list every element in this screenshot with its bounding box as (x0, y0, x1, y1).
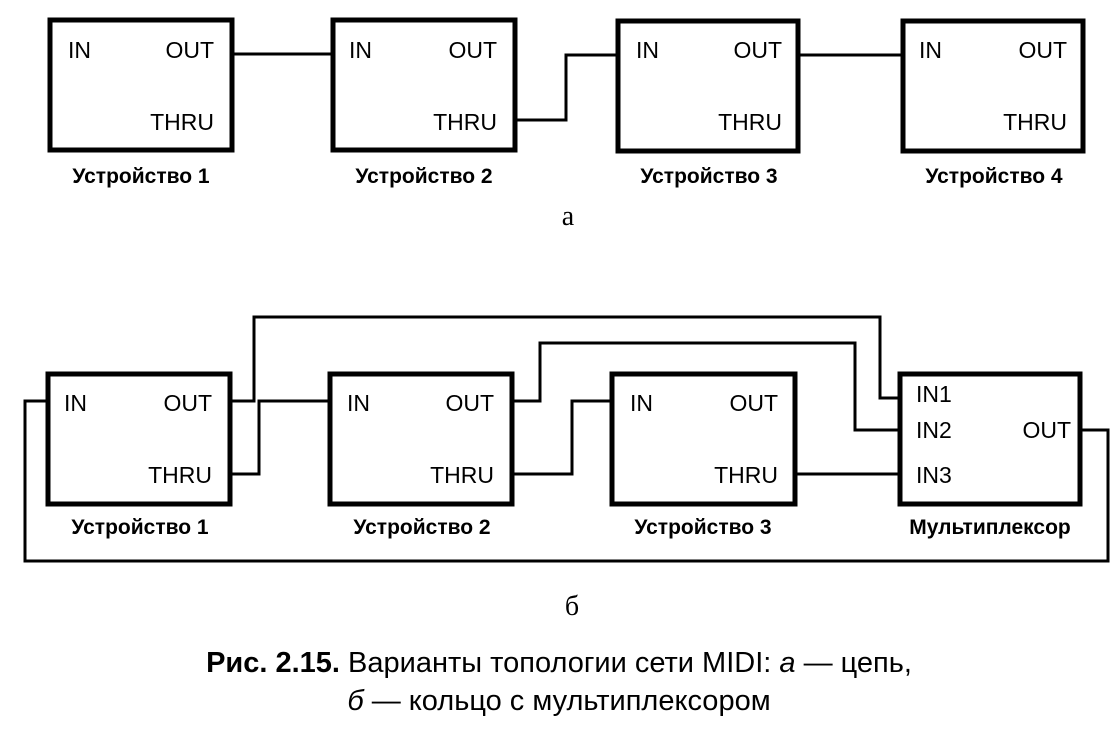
port-in3: IN3 (916, 462, 952, 488)
wire-b-dev1-thru-to-dev2-in (230, 399, 330, 476)
port-out: OUT (165, 37, 214, 63)
sublabel-b: б (565, 591, 579, 622)
port-thru: THRU (718, 109, 782, 135)
device-label: Устройство 1 (72, 165, 210, 188)
caption-text-a: — цепь, (795, 647, 912, 679)
wire-a-dev2-thru-to-dev3-in (515, 53, 618, 122)
multiplexer-label: Мультиплексор (909, 516, 1071, 539)
device-box (47, 17, 235, 153)
device-box (615, 18, 801, 154)
device-box (330, 17, 518, 153)
device-a-2: IN OUT THRU Устройство 2 (330, 17, 518, 188)
device-label: Устройство 3 (634, 516, 771, 539)
device-a-3: IN OUT THRU Устройство 3 (615, 18, 801, 188)
port-out: OUT (733, 37, 782, 63)
diagram-a-chain: IN OUT THRU Устройство 1 IN OUT THRU Уст… (47, 17, 1086, 232)
port-in: IN (347, 390, 370, 416)
caption-letter-b: б (347, 685, 364, 717)
figure-caption-line-2: б — кольцо с мультиплексором (0, 683, 1118, 719)
port-out: OUT (729, 390, 778, 416)
figure-caption-line-1: Рис. 2.15. Варианты топологии сети MIDI:… (0, 645, 1118, 681)
figure-number: Рис. 2.15. (206, 647, 340, 679)
port-thru: THRU (714, 462, 778, 488)
port-in: IN (64, 390, 87, 416)
port-in1: IN1 (916, 381, 952, 407)
port-in: IN (919, 37, 942, 63)
device-box (45, 371, 233, 507)
port-out: OUT (448, 37, 497, 63)
device-box (609, 371, 798, 507)
wire-b-dev1-out-to-mux-in1 (230, 315, 900, 403)
device-label: Устройство 2 (355, 165, 492, 188)
device-label: Устройство 4 (925, 165, 1063, 188)
multiplexer-box (897, 371, 1083, 507)
port-in: IN (636, 37, 659, 63)
device-a-4: IN OUT THRU Устройство 4 (900, 18, 1086, 188)
caption-letter-a: а (779, 647, 796, 679)
port-in: IN (68, 37, 91, 63)
port-thru: THRU (148, 462, 212, 488)
port-out: OUT (1018, 37, 1067, 63)
port-out: OUT (163, 390, 212, 416)
wire-b-dev2-thru-to-dev3-in (512, 399, 612, 476)
device-box (327, 371, 515, 507)
port-thru: THRU (150, 109, 214, 135)
device-label: Устройство 1 (71, 516, 209, 539)
device-b-3: IN OUT THRU Устройство 3 (609, 371, 798, 539)
caption-text-b: — кольцо с мультиплексором (363, 685, 771, 717)
wire-b-mux-out-to-dev1-in (23, 399, 1110, 563)
port-thru: THRU (1003, 109, 1067, 135)
wire-b-dev2-out-to-mux-in2 (512, 341, 900, 432)
device-a-1: IN OUT THRU Устройство 1 (47, 17, 235, 188)
port-in: IN (349, 37, 372, 63)
diagram-b-ring: IN OUT THRU Устройство 1 IN OUT THRU Уст… (23, 315, 1110, 622)
port-out: OUT (1022, 417, 1071, 443)
device-label: Устройство 2 (353, 516, 490, 539)
port-thru: THRU (433, 109, 497, 135)
port-in: IN (630, 390, 653, 416)
port-out: OUT (445, 390, 494, 416)
port-thru: THRU (430, 462, 494, 488)
device-b-2: IN OUT THRU Устройство 2 (327, 371, 515, 539)
port-in2: IN2 (916, 417, 952, 443)
device-b-1: IN OUT THRU Устройство 1 (45, 371, 233, 539)
multiplexer: IN1 IN2 IN3 OUT Мультиплексор (897, 371, 1083, 539)
device-label: Устройство 3 (640, 165, 777, 188)
sublabel-a: а (562, 201, 575, 232)
caption-text: Варианты топологии сети MIDI: (339, 647, 780, 679)
device-box (900, 18, 1086, 154)
